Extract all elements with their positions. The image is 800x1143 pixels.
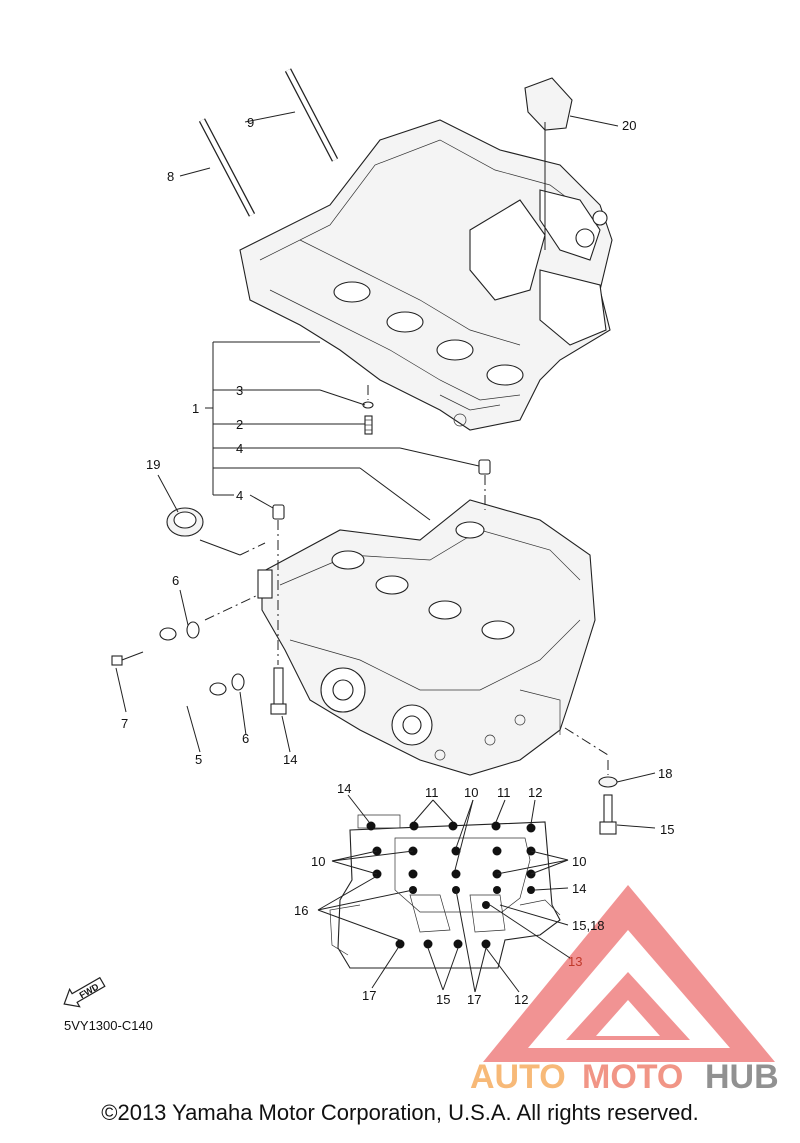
bolt-holes <box>366 821 536 949</box>
callout-b14-top: 14 <box>337 781 351 796</box>
bolt-7 <box>111 651 144 666</box>
callout-b10-right: 10 <box>572 854 586 869</box>
cap-20 <box>524 77 573 250</box>
callout-b10-left: 10 <box>311 854 325 869</box>
callout-15: 15 <box>660 822 674 837</box>
dowel-pin-4-lower <box>272 504 285 520</box>
callout-3: 3 <box>236 383 243 398</box>
callout-b12-top: 12 <box>528 785 542 800</box>
callout-19: 19 <box>146 457 160 472</box>
callout-b11-left: 11 <box>425 785 439 800</box>
callout-4-lower: 4 <box>236 488 243 503</box>
diagram-code: 5VY1300-C140 <box>64 1018 153 1033</box>
stud-bolt-8 <box>198 118 256 217</box>
callout-18: 18 <box>658 766 672 781</box>
stud-bolt-9 <box>284 68 339 162</box>
callout-b10-top: 10 <box>464 785 478 800</box>
dowel-pin-4-upper <box>478 459 491 475</box>
leader-lines <box>115 111 656 829</box>
plug-19 <box>166 507 204 537</box>
callout-b13: 13 <box>568 954 582 969</box>
wordmark-auto: AUTO <box>470 1058 566 1096</box>
callout-6-lower: 6 <box>242 731 249 746</box>
o-ring-6-lower <box>231 673 245 691</box>
bolt-15 <box>599 794 617 835</box>
wordmark-hub: HUB <box>705 1058 779 1096</box>
upper-crankcase <box>239 119 613 431</box>
callout-7: 7 <box>121 716 128 731</box>
callout-labels: 9 8 20 3 1 2 4 4 19 6 7 5 6 14 18 15 14 … <box>121 115 674 1007</box>
oil-pipe-5 <box>153 627 227 703</box>
callout-4-upper: 4 <box>236 441 243 456</box>
callout-b12-bottom: 12 <box>514 992 528 1007</box>
callout-b17-left: 17 <box>362 988 376 1003</box>
bolt-14 <box>270 667 287 715</box>
callout-b15-bottom: 15 <box>436 992 450 1007</box>
copyright-notice: ©2013 Yamaha Motor Corporation, U.S.A. A… <box>101 1100 699 1125</box>
callout-6-upper: 6 <box>172 573 179 588</box>
callout-14: 14 <box>283 752 297 767</box>
bolt-pattern-leaders <box>317 794 571 993</box>
callout-b11-right: 11 <box>497 785 511 800</box>
callout-5: 5 <box>195 752 202 767</box>
o-ring-3 <box>362 401 374 409</box>
automotohub-wordmark: AUTO MOTO HUB <box>470 1058 779 1096</box>
pin-2 <box>364 415 373 435</box>
callout-b14-right: 14 <box>572 881 586 896</box>
wordmark-moto: MOTO <box>582 1058 683 1096</box>
callout-2: 2 <box>236 417 243 432</box>
washer-18 <box>598 776 618 788</box>
lower-crankcase <box>257 499 596 776</box>
callout-b15-18: 15,18 <box>572 918 605 933</box>
callout-8: 8 <box>167 169 174 184</box>
callout-b16: 16 <box>294 903 308 918</box>
o-ring-6-upper <box>186 621 200 639</box>
callout-1: 1 <box>192 401 199 416</box>
callout-b17-right: 17 <box>467 992 481 1007</box>
callout-9: 9 <box>247 115 254 130</box>
callout-20: 20 <box>622 118 636 133</box>
automotohub-logo <box>483 885 775 1062</box>
bolt-pattern-view <box>329 814 561 969</box>
fwd-arrow-icon: FWD <box>63 976 106 1008</box>
